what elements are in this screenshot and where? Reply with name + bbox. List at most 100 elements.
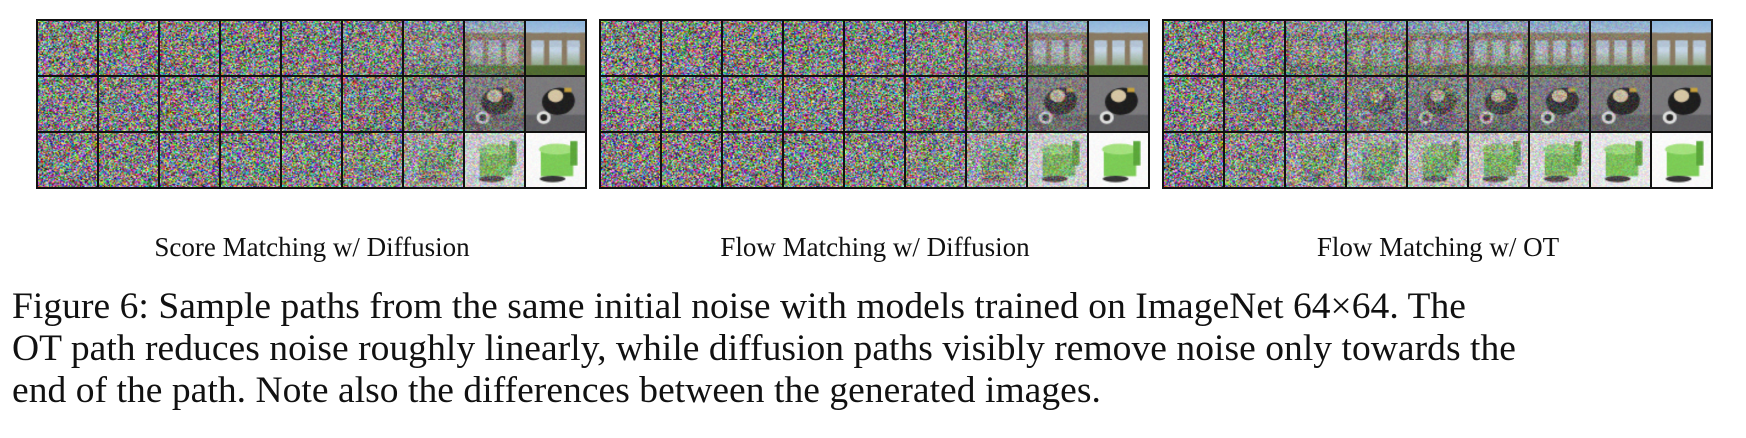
sample-tile — [1530, 133, 1589, 187]
sample-image — [1408, 133, 1467, 187]
sample-image — [967, 77, 1026, 131]
sample-image — [662, 133, 721, 187]
sample-tile — [967, 133, 1026, 187]
sample-image — [845, 21, 904, 75]
sample-tile — [1028, 21, 1087, 75]
sample-image — [1028, 21, 1087, 75]
sample-tile — [967, 77, 1026, 131]
sample-image — [1225, 133, 1284, 187]
sample-tile — [1652, 133, 1711, 187]
sample-tile — [1530, 77, 1589, 131]
sample-tile — [221, 21, 280, 75]
sample-image — [282, 77, 341, 131]
sample-image — [601, 21, 660, 75]
sample-image — [845, 77, 904, 131]
sample-tile — [1089, 77, 1148, 131]
panel-flow-matching-ot — [1162, 19, 1713, 189]
caption-line: OT path reduces noise roughly linearly, … — [12, 328, 1516, 369]
panel-label: Flow Matching w/ OT — [1316, 232, 1560, 262]
sample-image — [343, 21, 402, 75]
sample-path-grid — [1162, 19, 1713, 189]
sample-image — [1225, 21, 1284, 75]
figure-panels: Score Matching w/ Diffusion Flow Matchin… — [36, 19, 1713, 262]
sample-image — [1286, 21, 1345, 75]
panel-flow-matching-diffusion — [599, 19, 1150, 189]
panel-label: Flow Matching w/ Diffusion — [720, 232, 1030, 262]
sample-tile — [1164, 133, 1223, 187]
sample-tile — [1028, 133, 1087, 187]
tile-grid — [1164, 21, 1711, 187]
sample-tile — [465, 133, 524, 187]
sample-tile — [465, 21, 524, 75]
sample-path-grid — [599, 19, 1150, 189]
sample-image — [967, 133, 1026, 187]
sample-image — [282, 133, 341, 187]
sample-tile — [906, 21, 965, 75]
sample-image — [38, 133, 97, 187]
sample-tile — [465, 77, 524, 131]
sample-image — [662, 77, 721, 131]
sample-image — [601, 133, 660, 187]
sample-tile — [1164, 77, 1223, 131]
panel-label: Score Matching w/ Diffusion — [154, 232, 470, 262]
sample-tile — [784, 133, 843, 187]
sample-tile — [38, 133, 97, 187]
sample-image — [1591, 77, 1650, 131]
sample-tile — [723, 77, 782, 131]
sample-tile — [160, 77, 219, 131]
sample-tile — [723, 21, 782, 75]
sample-image — [845, 133, 904, 187]
sample-tile — [1225, 77, 1284, 131]
sample-tile — [1591, 21, 1650, 75]
sample-image — [1591, 133, 1650, 187]
sample-image — [723, 133, 782, 187]
sample-tile — [343, 21, 402, 75]
sample-image — [1347, 21, 1406, 75]
sample-tile — [1347, 21, 1406, 75]
sample-tile — [1408, 77, 1467, 131]
sample-tile — [601, 21, 660, 75]
sample-image — [221, 77, 280, 131]
figure-caption: Figure 6: Sample paths from the same ini… — [12, 286, 1734, 412]
sample-tile — [906, 133, 965, 187]
caption-line: Figure 6: Sample paths from the same ini… — [12, 286, 1466, 327]
sample-tile — [99, 77, 158, 131]
sample-tile — [1469, 21, 1528, 75]
sample-tile — [1347, 133, 1406, 187]
sample-image — [404, 133, 463, 187]
sample-image — [1028, 77, 1087, 131]
sample-image — [99, 21, 158, 75]
sample-tile — [601, 77, 660, 131]
sample-tile — [526, 77, 585, 131]
sample-image — [1530, 21, 1589, 75]
sample-tile — [221, 77, 280, 131]
sample-tile — [1286, 133, 1345, 187]
sample-image — [784, 77, 843, 131]
sample-tile — [282, 77, 341, 131]
sample-image — [1089, 77, 1148, 131]
sample-image — [99, 77, 158, 131]
sample-tile — [282, 21, 341, 75]
sample-tile — [221, 133, 280, 187]
sample-tile — [784, 77, 843, 131]
sample-tile — [1225, 21, 1284, 75]
sample-tile — [38, 77, 97, 131]
sample-tile — [343, 77, 402, 131]
tile-grid — [601, 21, 1148, 187]
sample-image — [601, 77, 660, 131]
sample-image — [343, 77, 402, 131]
sample-tile — [160, 133, 219, 187]
sample-tile — [1652, 21, 1711, 75]
sample-image — [1652, 77, 1711, 131]
sample-image — [1164, 133, 1223, 187]
sample-image — [1408, 21, 1467, 75]
sample-image — [784, 133, 843, 187]
sample-tile — [1286, 21, 1345, 75]
sample-tile — [404, 133, 463, 187]
sample-image — [723, 21, 782, 75]
sample-image — [465, 133, 524, 187]
sample-image — [1347, 133, 1406, 187]
sample-image — [1028, 133, 1087, 187]
sample-image — [1652, 133, 1711, 187]
sample-image — [526, 77, 585, 131]
